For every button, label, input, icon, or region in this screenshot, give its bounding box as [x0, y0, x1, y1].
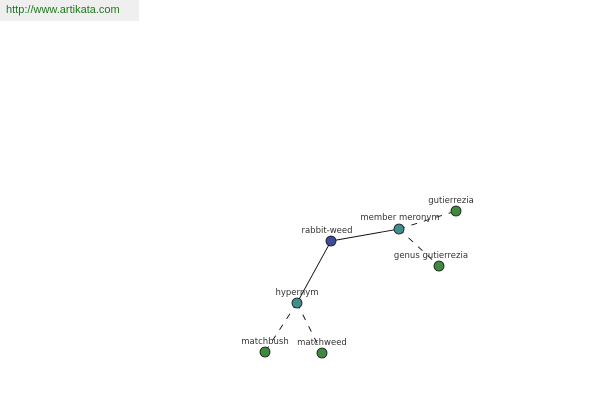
edge-rabbit-weed-to-member-meronym	[330, 228, 400, 242]
node-label-hypernym[interactable]: hypernym	[275, 288, 318, 298]
site-url-link[interactable]: http://www.artikata.com	[6, 4, 120, 16]
node-gutierrezia[interactable]	[450, 205, 462, 217]
node-label-member-meronym[interactable]: member meronym	[360, 213, 439, 223]
node-rabbit-weed[interactable]	[325, 235, 337, 247]
node-matchweed[interactable]	[316, 347, 328, 359]
edge-rabbit-weed-to-hypernym	[296, 240, 332, 304]
node-member-meronym[interactable]	[393, 223, 405, 235]
edge-member-meronym-to-genus-gutierrezia	[398, 228, 440, 267]
node-matchbush[interactable]	[259, 346, 271, 358]
url-bar: http://www.artikata.com	[0, 0, 139, 21]
node-label-matchweed[interactable]: matchweed	[297, 338, 347, 348]
graph-nodes	[259, 205, 462, 359]
edge-member-meronym-to-gutierrezia	[398, 210, 457, 230]
edge-hypernym-to-matchweed	[296, 302, 323, 354]
node-label-genus-gutierrezia[interactable]: genus gutierrezia	[394, 251, 468, 261]
node-hypernym[interactable]	[291, 297, 303, 309]
node-label-matchbush[interactable]: matchbush	[241, 337, 288, 347]
node-genus-gutierrezia[interactable]	[433, 260, 445, 272]
node-label-rabbit-weed[interactable]: rabbit-weed	[301, 226, 352, 236]
graph-labels: rabbit-weed member meronym hypernym gutierr…	[241, 196, 474, 348]
node-label-gutierrezia[interactable]: gutierrezia	[428, 196, 474, 206]
edge-hypernym-to-matchbush	[264, 302, 298, 353]
graph-edges	[264, 210, 457, 354]
